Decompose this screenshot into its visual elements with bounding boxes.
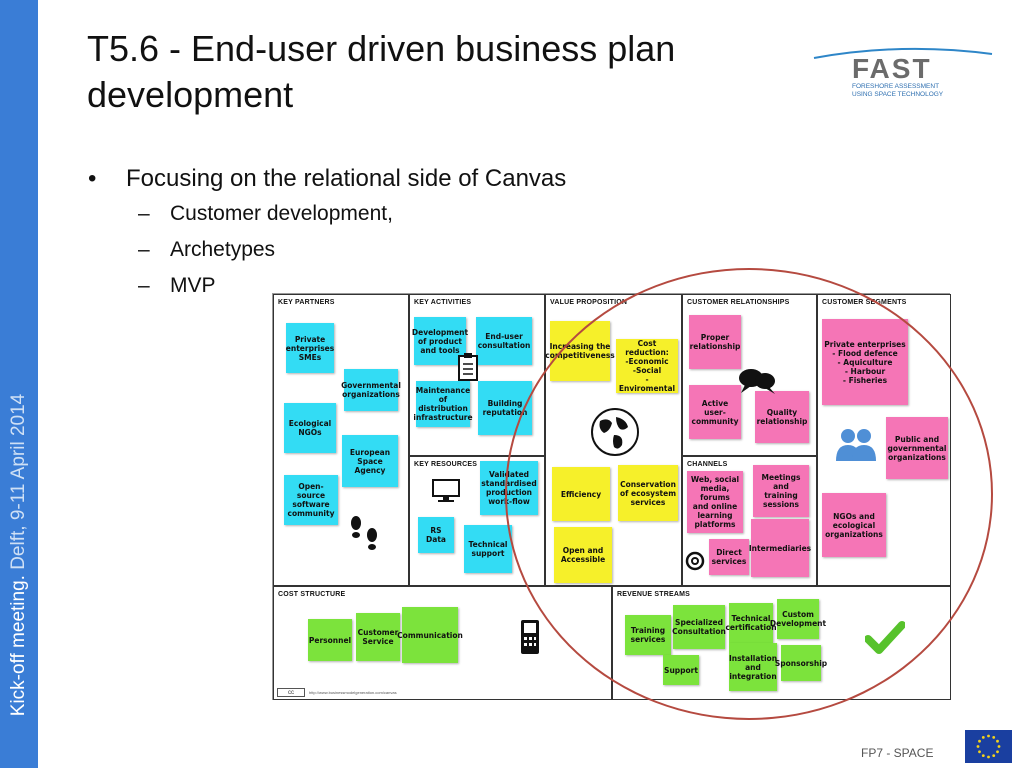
sticky-note: Custom Development (770, 599, 826, 639)
sticky-note: Maintenance of distribution infrastructu… (413, 381, 473, 427)
sticky-note: European Space Agency (342, 435, 398, 487)
sticky-note: Communication (397, 607, 463, 663)
at-sign-icon (685, 551, 705, 571)
channels-cell: Channels Web, social media, forums and o… (682, 456, 817, 586)
bullet-main-text: Focusing on the relational side of Canva… (126, 165, 567, 192)
sticky-note: Meetings and training sessions (753, 465, 809, 517)
sticky-note: Active user- community (689, 385, 741, 439)
sticky-note: Specialized Consultation (672, 605, 726, 649)
sticky-note: Support (663, 655, 699, 685)
sticky-note: Sponsorship (775, 645, 827, 681)
sticky-note: Web, social media, forums and online lea… (687, 471, 743, 533)
bullet-sub-marker: – (138, 202, 150, 225)
cost-structure-cell: Cost Structure Personnel Customer Servic… (273, 586, 612, 700)
customer-segments-header: Customer Segments (822, 299, 907, 306)
customer-relationships-cell: Customer Relationships Proper relationsh… (682, 294, 817, 456)
sticky-note: Open and Accessible (554, 527, 612, 583)
logo-tagline-1: FORESHORE ASSESSMENT (852, 83, 939, 90)
sticky-note: Open-source software community (284, 475, 338, 525)
clipboard-icon (458, 353, 478, 381)
sticky-note: Conservation of ecosystem services (618, 465, 678, 521)
sticky-note: Installation and integration (729, 643, 777, 691)
sticky-note: Intermediaries (749, 519, 811, 577)
key-partners-cell: Key Partners Private enterprises SMEs Go… (273, 294, 409, 586)
cc-license-badge: cc (277, 688, 305, 697)
sticky-note: Increasing the competitiveness (545, 321, 615, 381)
sticky-note: Customer Service (356, 613, 400, 661)
sticky-note: Validated standardised production work-f… (480, 461, 538, 515)
key-activities-header: Key Activities (414, 299, 472, 306)
bullet-sub-text: Archetypes (170, 238, 276, 261)
value-proposition-cell: Value Proposition Increasing the competi… (545, 294, 682, 586)
cost-structure-header: Cost Structure (278, 591, 346, 598)
bullet-sub-marker: – (138, 238, 150, 261)
sticky-note: Efficiency (552, 467, 610, 521)
fast-logo: FAST FORESHORE ASSESSMENT USING SPACE TE… (813, 47, 993, 98)
sticky-note: Cost reduction: -Economic -Social - Envi… (616, 339, 678, 393)
people-icon (836, 429, 876, 461)
sidebar-band: Kick-off meeting. Delft, 9-11 April 2014 (0, 0, 38, 768)
meeting-place-date: Delft, 9-11 April 2014 (8, 393, 29, 576)
key-resources-cell: Key Resources Validated standardised pro… (409, 456, 545, 586)
speech-bubbles-icon (739, 369, 775, 394)
eu-flag-icon (965, 730, 1012, 763)
sticky-note: End-user consultation (476, 317, 532, 365)
checkmark-icon (865, 621, 905, 654)
bullet-sub: –Customer development, (88, 196, 566, 232)
sidebar-meeting-text: Kick-off meeting. Delft, 9-11 April 2014 (8, 394, 30, 716)
sticky-note: Personnel (308, 619, 352, 661)
bullet-main: • Focusing on the relational side of Canv… (88, 162, 566, 196)
bullet-sub: –Archetypes (88, 232, 566, 268)
sticky-note: Private enterprises - Flood defence - Aq… (822, 319, 908, 405)
meeting-label: Kick-off meeting. (8, 575, 29, 717)
bullet-sub-text: Customer development, (170, 202, 393, 225)
sticky-note: Direct services (709, 539, 749, 575)
channels-header: Channels (687, 461, 728, 468)
sticky-note: Quality relationship (755, 391, 809, 443)
sticky-note: Training services (625, 615, 671, 655)
bullet-sub-text: MVP (170, 274, 216, 297)
monitor-icon (432, 479, 460, 502)
key-resources-header: Key Resources (414, 461, 478, 468)
revenue-streams-header: Revenue Streams (617, 591, 691, 598)
sticky-note: Private enterprises SMEs (286, 323, 334, 373)
slide-title: T5.6 - End-user driven business plan dev… (87, 28, 676, 115)
mobile-phone-icon (521, 620, 539, 654)
footprints-icon (351, 516, 377, 550)
globe-icon (591, 408, 639, 456)
value-proposition-header: Value Proposition (550, 299, 628, 306)
sticky-note: RS Data (418, 517, 454, 553)
sticky-note: Technical certification (725, 603, 777, 643)
sticky-note: Development of product and tools (412, 317, 468, 365)
sticky-note: Technical support (464, 525, 512, 573)
sticky-note: NGOs and ecological organizations (822, 493, 886, 557)
sticky-note: Public and governmental organizations (886, 417, 948, 479)
bullet-sub: –MVP (88, 268, 566, 304)
bullet-sub-marker: – (138, 274, 150, 297)
sticky-note: Governmental organizations (341, 369, 401, 411)
sticky-note: Building reputation (478, 381, 532, 435)
sticky-note: Proper relationship (689, 315, 741, 369)
logo-name: FAST (852, 53, 932, 84)
logo-tagline-2: USING SPACE TECHNOLOGY (852, 91, 944, 98)
key-partners-header: Key Partners (278, 299, 335, 306)
key-activities-cell: Key Activities Development of product an… (409, 294, 545, 456)
customer-segments-cell: Customer Segments Private enterprises - … (817, 294, 951, 586)
customer-relationships-header: Customer Relationships (687, 299, 790, 306)
footer-label: FP7 - SPACE (861, 746, 934, 760)
bullet-marker: • (88, 165, 97, 192)
bullet-list: • Focusing on the relational side of Canv… (88, 162, 566, 304)
license-url: http://www.businessmodelgeneration.com/c… (309, 690, 397, 695)
sticky-note: Ecological NGOs (284, 403, 336, 453)
business-model-canvas: Key Partners Private enterprises SMEs Go… (272, 293, 951, 700)
revenue-streams-cell: Revenue Streams Training services Specia… (612, 586, 951, 700)
